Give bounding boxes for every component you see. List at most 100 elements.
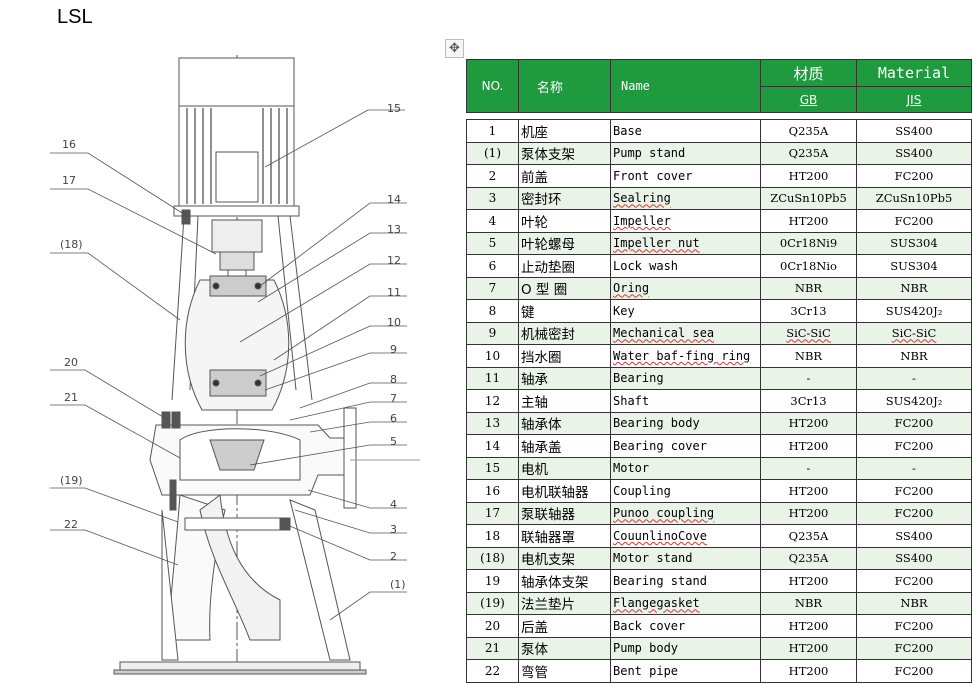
cell-cn: O 型 圈	[518, 276, 611, 300]
cell-gb: -	[760, 366, 857, 390]
cell-en: Bent pipe	[610, 659, 761, 683]
cell-cn: 键	[518, 299, 611, 323]
cell-no: 9	[466, 321, 519, 345]
cell-gb: 0Cr18Ni9	[760, 231, 857, 255]
cell-cn: 电机	[518, 456, 611, 480]
cell-jis: SS400	[856, 119, 972, 143]
cell-en: Bearing cover	[610, 434, 761, 458]
callout-7: 7	[390, 392, 397, 405]
cell-cn: 电机支架	[518, 546, 611, 570]
cell-no: (1)	[466, 141, 519, 165]
cell-cn: 泵体支架	[518, 141, 611, 165]
cell-jis: FC200	[856, 479, 972, 503]
cell-en: Oring	[610, 276, 761, 300]
move-icon[interactable]: ✥	[445, 39, 464, 58]
cell-jis: FC200	[856, 659, 972, 683]
cell-gb: HT200	[760, 659, 857, 683]
cell-no: 16	[466, 479, 519, 503]
cell-no: 20	[466, 614, 519, 638]
cell-cn: 法兰垫片	[518, 591, 611, 615]
cell-cn: 挡水圈	[518, 344, 611, 368]
cell-gb: Q235A	[760, 119, 857, 143]
cell-jis: FC200	[856, 434, 972, 458]
cell-gb: 3Cr13	[760, 389, 857, 413]
callout-17: 17	[62, 174, 76, 187]
cell-no: 22	[466, 659, 519, 683]
cell-jis: NBR	[856, 591, 972, 615]
cell-no: 15	[466, 456, 519, 480]
cell-cn: 机械密封	[518, 321, 611, 345]
callout-9: 9	[390, 343, 397, 356]
cell-jis: FC200	[856, 569, 972, 593]
cell-no: 10	[466, 344, 519, 368]
callout-2: 2	[390, 550, 397, 563]
cell-no: 11	[466, 366, 519, 390]
cell-jis: FC200	[856, 164, 972, 188]
cell-jis: SiC-SiC	[856, 321, 972, 345]
callout-10: 10	[387, 316, 401, 329]
cell-gb: NBR	[760, 276, 857, 300]
cell-no: (18)	[466, 546, 519, 570]
cell-en: Flangegasket	[610, 591, 761, 615]
cell-jis: NBR	[856, 276, 972, 300]
cell-cn: 泵体	[518, 636, 611, 660]
cell-gb: -	[760, 456, 857, 480]
cell-en: Bearing	[610, 366, 761, 390]
cell-no: (19)	[466, 591, 519, 615]
cell-no: 4	[466, 209, 519, 233]
cell-gb: HT200	[760, 209, 857, 233]
cell-en: Pump stand	[610, 141, 761, 165]
cell-gb: Q235A	[760, 546, 857, 570]
header-en-name: Name	[610, 59, 761, 113]
cell-cn: 泵联轴器	[518, 501, 611, 525]
cell-en: CouunlinoCove	[610, 524, 761, 548]
cell-cn: 轴承体支架	[518, 569, 611, 593]
cell-gb: HT200	[760, 164, 857, 188]
header-jis: JIS	[856, 86, 972, 113]
header-gb: GB	[760, 86, 857, 113]
cell-en: Impeller	[610, 209, 761, 233]
cell-jis: SUS420J₂	[856, 299, 972, 323]
callout-18b: (18)	[60, 238, 83, 251]
cell-jis: SS400	[856, 524, 972, 548]
cell-cn: 叶轮	[518, 209, 611, 233]
cell-en: Sealring	[610, 186, 761, 210]
callout-5: 5	[390, 435, 397, 448]
cell-cn: 联轴器罩	[518, 524, 611, 548]
cell-no: 18	[466, 524, 519, 548]
page-title: LSL	[57, 6, 93, 28]
cell-no: 5	[466, 231, 519, 255]
cell-gb: HT200	[760, 569, 857, 593]
cell-gb: ZCuSn10Pb5	[760, 186, 857, 210]
cell-no: 14	[466, 434, 519, 458]
cell-en: Mechanical sea	[610, 321, 761, 345]
cell-no: 7	[466, 276, 519, 300]
cell-en: Bearing stand	[610, 569, 761, 593]
cell-en: Pump body	[610, 636, 761, 660]
cell-gb: Q235A	[760, 141, 857, 165]
cell-cn: 电机联轴器	[518, 479, 611, 503]
cell-cn: 前盖	[518, 164, 611, 188]
callout-19b: (19)	[60, 474, 83, 487]
cell-no: 13	[466, 411, 519, 435]
callout-20: 20	[64, 356, 78, 369]
cell-gb: HT200	[760, 479, 857, 503]
callout-1b: (1)	[390, 578, 406, 591]
cell-en: Back cover	[610, 614, 761, 638]
cell-gb: HT200	[760, 636, 857, 660]
cell-cn: 轴承	[518, 366, 611, 390]
cell-no: 3	[466, 186, 519, 210]
cell-en: Key	[610, 299, 761, 323]
cell-cn: 叶轮螺母	[518, 231, 611, 255]
cell-no: 21	[466, 636, 519, 660]
cell-gb: 3Cr13	[760, 299, 857, 323]
